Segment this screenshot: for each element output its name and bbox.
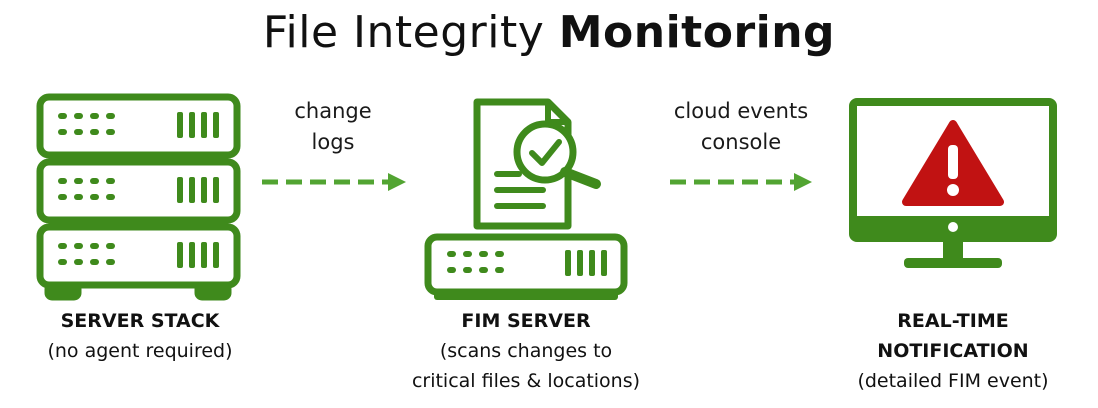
fim-server-heading: FIM SERVER — [461, 310, 591, 332]
title-bold: Monitoring — [558, 7, 836, 58]
diagram-title: File Integrity Monitoring — [0, 0, 1098, 70]
arrow2-line2: console — [700, 130, 782, 154]
server-stack-icon — [36, 93, 241, 301]
fim-server-caption: FIM SERVER (scans changes to critical fi… — [386, 306, 666, 396]
document-magnifier-icon — [473, 98, 601, 230]
notification-heading2: NOTIFICATION — [877, 340, 1029, 362]
monitor-alert-icon — [849, 98, 1057, 268]
dashed-arrow-icon — [262, 173, 406, 191]
arrow2-line1: cloud events — [673, 99, 809, 123]
fim-server-sub1: (scans changes to — [439, 340, 613, 362]
notification-sub: (detailed FIM event) — [857, 370, 1049, 392]
server-stack-details — [58, 112, 219, 268]
arrow-label-change-logs: change logs — [272, 96, 394, 158]
notification-caption: REAL-TIME NOTIFICATION (detailed FIM eve… — [833, 306, 1073, 396]
title-light: File Integrity — [262, 7, 545, 58]
dashed-arrow-icon — [670, 173, 812, 191]
notification-heading1: REAL-TIME — [897, 310, 1009, 332]
fim-server-sub2: critical files & locations) — [411, 370, 641, 392]
arrow1-line2: logs — [311, 130, 355, 154]
server-stack-sub: (no agent required) — [47, 340, 233, 362]
server-stack-caption: SERVER STACK (no agent required) — [20, 306, 260, 366]
server-stack-heading: SERVER STACK — [60, 310, 220, 332]
server-unit-icon — [424, 233, 628, 300]
arrow-label-cloud-events: cloud events console — [660, 96, 822, 158]
arrow1-line1: change — [294, 99, 372, 123]
